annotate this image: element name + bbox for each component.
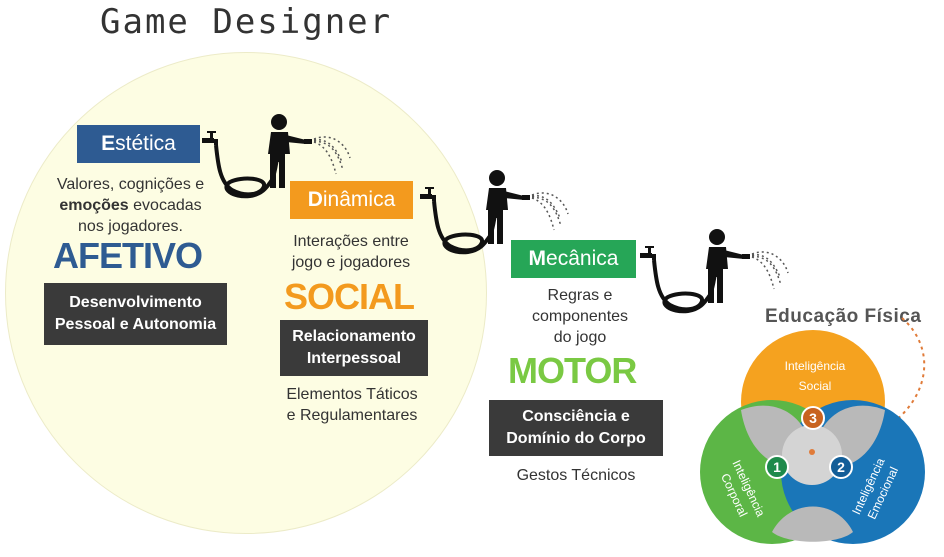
domain-afetivo: AFETIVO [53, 235, 203, 276]
social-content-line: Elementos Táticos [286, 386, 418, 403]
badge-2-number: 2 [837, 459, 845, 475]
domain-social: SOCIAL [284, 276, 415, 317]
connector-dot [809, 449, 815, 455]
diagram-title: Game Designer [100, 2, 393, 42]
faucet-hose-person-icon-1 [200, 112, 352, 199]
badge-1-number: 1 [773, 459, 781, 475]
aesthetics-desc-line-rest: evocadas [133, 197, 202, 214]
venn-label-social-2: Social [799, 379, 832, 393]
motor-content-line: Gestos Técnicos [516, 467, 636, 484]
social-goal-box: Relacionamento Interpessoal [280, 320, 428, 376]
aesthetics-label-rest: stética [115, 132, 176, 155]
mechanics-label-rest: ecânica [546, 247, 619, 270]
motor-content: Gestos Técnicos [490, 465, 662, 486]
aesthetics-label-initial: E [101, 132, 116, 155]
mechanics-desc-line: Regras e [547, 287, 613, 304]
social-content: Elementos Táticos e Regulamentares [272, 384, 432, 426]
faucet-hose-person-icon-2 [418, 168, 570, 255]
aesthetics-desc-bold: emoções [59, 197, 129, 214]
afetivo-goal-line: Desenvolvimento [69, 294, 202, 311]
mechanics-desc-line: do jogo [553, 329, 607, 346]
badge-1 [765, 455, 789, 479]
motor-goal-line: Consciência e [522, 408, 630, 425]
faucet-hose-person-icon-3 [638, 227, 790, 314]
dynamics-label-initial: D [307, 188, 323, 211]
domain-motor: MOTOR [508, 350, 637, 391]
dynamics-label-box: Dinâmica [290, 181, 413, 219]
dynamics-desc-line: Interações entre [293, 233, 409, 250]
venn-overlap-corporal-emocional [772, 506, 853, 542]
afetivo-goal-line: Pessoal e Autonomia [54, 316, 217, 333]
social-content-line: e Regulamentares [286, 407, 418, 424]
aesthetics-desc-line: nos jogadores. [78, 218, 183, 235]
social-goal-line: Interpessoal [306, 350, 402, 367]
mechanics-label-initial: M [528, 247, 547, 270]
aesthetics-desc-line: emoções evocadas [48, 195, 213, 216]
social-goal-line: Relacionamento [292, 328, 416, 345]
dynamics-desc-line: jogo e jogadores [291, 254, 411, 271]
educacao-fisica-title: Educação Física [765, 306, 922, 327]
afetivo-goal-box: Desenvolvimento Pessoal e Autonomia [44, 283, 227, 345]
venn-label-social-1: Inteligência [785, 359, 846, 373]
motor-goal-box: Consciência e Domínio do Corpo [489, 400, 663, 456]
dynamics-description: Interações entre jogo e jogadores [283, 231, 419, 273]
aesthetics-label-box: Estética [77, 125, 200, 163]
badge-2 [829, 455, 853, 479]
mechanics-description: Regras e componentes do jogo [515, 285, 645, 348]
mechanics-desc-line: componentes [531, 308, 629, 325]
badge-3 [801, 406, 825, 430]
motor-goal-line: Domínio do Corpo [506, 430, 646, 447]
mechanics-label-box: Mecânica [511, 240, 636, 278]
dynamics-label-rest: inâmica [322, 188, 396, 211]
aesthetics-description: Valores, cognições e emoções evocadas no… [48, 174, 213, 237]
venn-diagram: Inteligência Social Inteligência Corpora… [700, 330, 925, 544]
aesthetics-desc-line: Valores, cognições e [56, 176, 205, 193]
badge-3-number: 3 [809, 410, 817, 426]
